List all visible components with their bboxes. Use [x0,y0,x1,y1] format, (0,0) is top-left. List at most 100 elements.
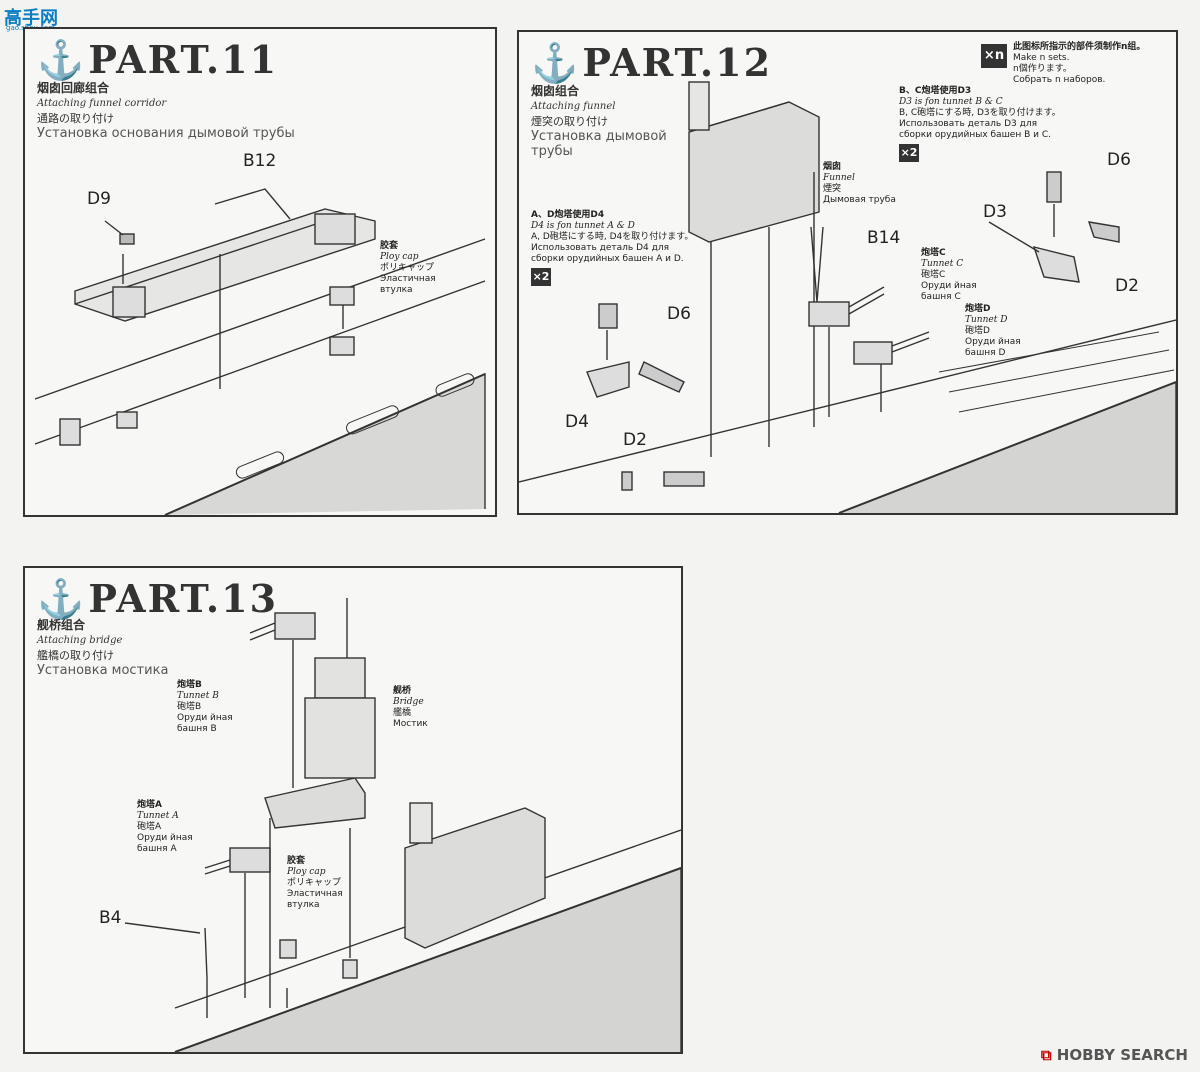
part11-en: Attaching funnel corridor [37,98,167,109]
turret-d-cn: 炮塔D [965,304,991,314]
part13-en: Attaching bridge [37,635,123,646]
p13-polycap-jp: ポリキャップ [287,878,342,888]
turret-a-jp: 砲塔A [137,822,162,832]
bridge-ru: Мостик [393,719,428,729]
turret-c-cn: 炮塔C [921,248,946,258]
hobby-search-logo: ⧉ HOBBY SEARCH [1040,1046,1188,1064]
label-b4: B4 [99,908,122,928]
turret-d-jp: 砲塔D [965,326,990,336]
p13-polycap-ru1: Эластичная [287,889,343,899]
label-d6-left: D6 [667,304,691,324]
part11-polycap-note: 胶套 Ploy cap ポリキャップ Эластичная втулка [380,241,436,296]
turret-a-ru2: башня A [137,844,177,854]
turret-a-ru1: Оруди йная [137,833,193,843]
polycap-jp: ポリキャップ [380,263,435,273]
label-d3: D3 [983,202,1007,222]
turret-b-jp: 砲塔B [177,702,202,712]
turret-a-en: Tunnet A [137,811,179,821]
watermark-logo: 高手网 [4,8,58,29]
turret-c-ru2: башня C [921,292,961,302]
sets-note-en: Make n sets. [1013,53,1070,63]
bc-note-jp: B, C砲塔にする時, D3を取り付けます。 [899,108,1061,118]
turret-b-ru1: Оруди йная [177,713,233,723]
funnel-ru: Дымовая труба [823,195,896,205]
turret-a-label: 炮塔A Tunnet A 砲塔A Оруди йная башня A [137,800,193,855]
part12-panel: ⚓PART.12 烟囱组合 Attaching funnel 煙突の取り付け У… [517,30,1178,515]
part11-diagram [34,188,486,515]
turret-c-label: 炮塔C Tunnet C 砲塔C Оруди йная башня C [921,248,977,303]
part11-label-d9: D9 [87,189,111,209]
turret-d-ru1: Оруди йная [965,337,1021,347]
label-b14: B14 [867,228,901,248]
turret-b-label: 炮塔B Tunnet B 砲塔B Оруди йная башня B [177,680,233,735]
bc-note-ru1: Использовать деталь D3 для [899,119,1037,129]
turret-c-jp: 砲塔C [921,270,946,280]
turret-d-ru2: башня D [965,348,1006,358]
ad-note-jp: A, D砲塔にする時, D4を取り付けます。 [531,232,694,242]
sets-note-jp: n個作ります。 [1013,64,1072,74]
turret-b-cn: 炮塔B [177,680,202,690]
funnel-label: 烟囱 Funnel 煙突 Дымовая труба [823,162,896,206]
funnel-jp: 煙突 [823,184,842,194]
ad-note-ru1: Использовать деталь D4 для [531,243,669,253]
label-d6-right: D6 [1107,150,1131,170]
sets-badge: ×n [981,44,1007,68]
part12-en: Attaching funnel [531,101,616,112]
part11-label-b12: B12 [243,151,277,171]
part11-jp: 通路の取り付け [37,112,114,125]
anchor-icon: ⚓ [531,40,581,85]
p13-polycap-en: Ploy cap [287,867,326,877]
turret-b-ru2: башня B [177,724,217,734]
bridge-cn: 舰桥 [393,686,412,696]
part12-ru2: трубы [531,144,573,159]
p13-polycap-ru2: втулка [287,900,320,910]
part12-title: ⚓PART.12 [531,40,773,85]
anchor-icon: ⚓ [37,37,87,82]
part12-ru1: Установка дымовой [531,129,667,144]
funnel-en: Funnel [823,173,855,183]
sets-note: 此图标所指示的部件须制作n组。 Make n sets. n個作ります。 Соб… [1013,42,1145,86]
part11-cn: 烟囱回廊组合 [37,81,110,95]
part12-diagram [519,81,1176,513]
anchor-icon: ⚓ [37,576,87,621]
bridge-jp: 艦橋 [393,708,412,718]
part13-ru: Установка мостика [37,663,169,678]
bc-note-cn: B、C炮塔使用D3 [899,86,972,96]
ad-note-en: D4 is fon tunnet A & D [531,221,635,231]
turret-d-label: 炮塔D Tunnet D 砲塔D Оруди йная башня D [965,304,1021,359]
funnel-cn: 烟囱 [823,162,842,172]
part12-cn: 烟囱组合 [531,84,580,98]
part13-diagram [124,598,681,1052]
turret-c-ru1: Оруди йная [921,281,977,291]
part12-subtitle: 烟囱组合 Attaching funnel 煙突の取り付け Установка … [531,84,667,159]
bc-note-en: D3 is fon tunnet B & C [899,97,1003,107]
turret-a-cn: 炮塔A [137,800,162,810]
sets-note-cn: 此图标所指示的部件须制作n组。 [1013,42,1146,52]
ad-badge: ×2 [531,268,551,286]
part11-ru: Установка основания дымовой трубы [37,126,295,141]
part13-title: ⚓PART.13 [37,576,279,621]
bridge-label: 舰桥 Bridge 艦橋 Мостик [393,686,428,730]
part11-title: ⚓PART.11 [37,37,279,82]
sets-note-ru: Собрать n наборов. [1013,75,1106,85]
bc-turret-note: B、C炮塔使用D3 D3 is fon tunnet B & C B, C砲塔に… [899,86,1061,141]
polycap-cn: 胶套 [380,241,399,251]
part11-subtitle: 烟囱回廊组合 Attaching funnel corridor 通路の取り付け… [37,81,295,141]
turret-d-en: Tunnet D [965,315,1008,325]
part13-cn: 舰桥组合 [37,618,86,632]
polycap-ru2: втулка [380,285,413,295]
label-d2-left: D2 [623,430,647,450]
label-d4: D4 [565,412,589,432]
part12-jp: 煙突の取り付け [531,115,608,128]
bridge-en: Bridge [393,697,424,707]
part11-panel: ⚓PART.11 烟囱回廊组合 Attaching funnel corrido… [23,27,497,517]
label-d2-right: D2 [1115,276,1139,296]
bc-note-ru2: сборки орудийных башен B и C. [899,130,1051,140]
part13-panel: ⚓PART.13 舰桥组合 Attaching bridge 艦橋の取り付け У… [23,566,683,1054]
polycap-ru1: Эластичная [380,274,436,284]
turret-b-en: Tunnet B [177,691,219,701]
turret-c-en: Tunnet C [921,259,964,269]
part13-jp: 艦橋の取り付け [37,649,114,662]
ad-note-cn: A、D炮塔使用D4 [531,210,605,220]
bc-badge: ×2 [899,144,919,162]
